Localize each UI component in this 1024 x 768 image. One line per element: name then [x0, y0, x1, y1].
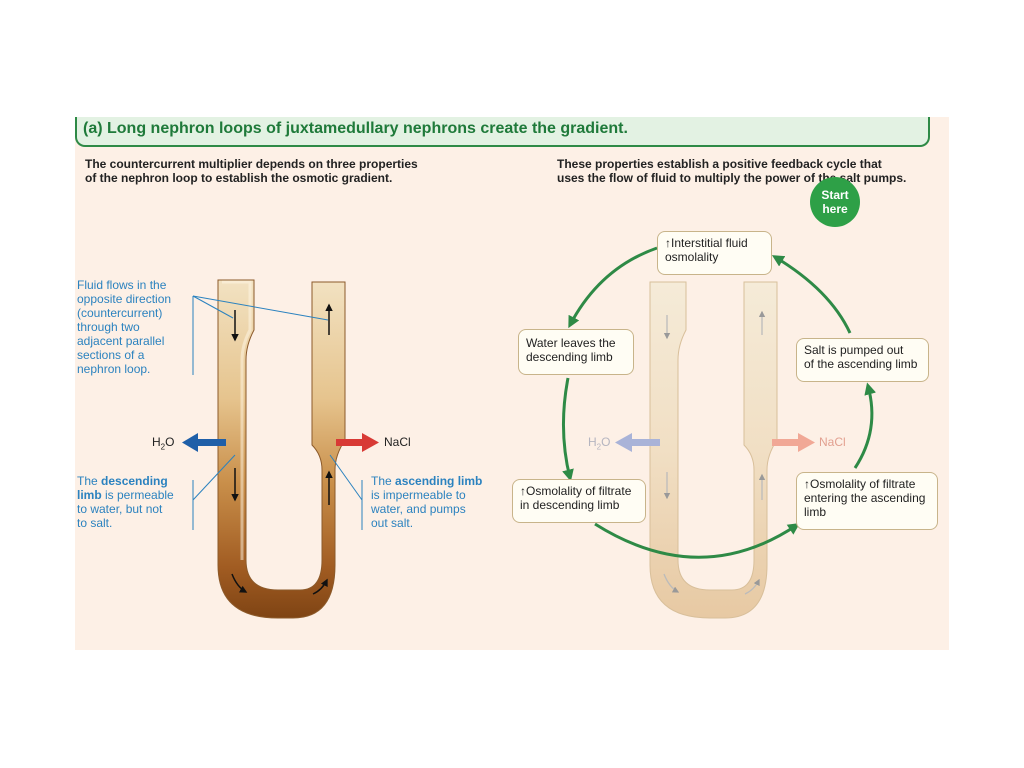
box-text: in descending limb [520, 498, 620, 512]
note-bold: limb [77, 488, 102, 502]
cycle-arrow [853, 382, 876, 469]
left-nephron-loop [217, 279, 346, 619]
note-bold: ascending limb [395, 474, 483, 488]
banner-title: (a) Long nephron loops of juxtamedullary… [83, 120, 628, 137]
leader-lines [192, 295, 363, 530]
flow-note-line: (countercurrent) [77, 306, 163, 320]
note-text: is impermeable to [371, 488, 466, 502]
up-arrow-icon: ↑ [665, 236, 671, 250]
flow-note-line: nephron loop. [77, 362, 151, 376]
h2o-label: H2O [152, 435, 175, 452]
right-caption: These properties establish a positive fe… [557, 157, 906, 185]
box-text: entering the ascending [804, 491, 926, 505]
box-interstitial-osmolality: ↑Interstitial fluid osmolality [657, 231, 772, 275]
box-text: descending limb [526, 350, 613, 364]
badge-text: here [822, 202, 848, 216]
note-text: to water, but not [77, 502, 163, 516]
box-osmolality-ascending: ↑Osmolality of filtrate entering the asc… [796, 472, 938, 530]
right-nephron-loop [649, 281, 778, 619]
nacl-label: NaCl [384, 435, 411, 449]
box-text: Water leaves the [526, 336, 616, 350]
cycle-arrow [771, 255, 852, 334]
box-text: osmolality [665, 250, 719, 264]
flow-curve-arrow [231, 573, 248, 593]
flow-curve-arrow [312, 578, 328, 595]
nacl-arrow-faded [772, 433, 815, 452]
note-bold: descending [101, 474, 168, 488]
flow-note-line: Fluid flows in the [77, 278, 167, 292]
flow-curve-arrow [663, 573, 680, 593]
left-caption-line: of the nephron loop to establish the osm… [85, 171, 393, 185]
flow-note-line: through two [77, 320, 140, 334]
flow-note-line: opposite direction [77, 292, 172, 306]
box-water-leaves: Water leaves the descending limb [518, 329, 634, 375]
nacl-arrow [336, 433, 379, 452]
up-arrow-icon: ↑ [804, 477, 810, 491]
start-here-badge: Start here [810, 177, 860, 227]
cycle-arrow [594, 522, 800, 559]
up-arrow-icon: ↑ [520, 484, 526, 498]
cycle-arrow [561, 377, 574, 482]
note-text: to salt. [77, 516, 113, 530]
note-text: water, and pumps [371, 502, 466, 516]
box-salt-pumped: Salt is pumped out of the ascending limb [796, 338, 929, 382]
flow-curve-arrow [744, 578, 760, 595]
right-caption-line: uses the flow of fluid to multiply the p… [557, 171, 907, 185]
descending-note: The descending limb is permeable to wate… [77, 474, 174, 530]
badge-text: Start [821, 188, 849, 202]
flow-note-line: sections of a [77, 348, 145, 362]
h2o-arrow-faded [615, 433, 660, 452]
nacl-label-faded: NaCl [819, 435, 846, 449]
cycle-arrow [568, 246, 658, 329]
note-text: out salt. [371, 516, 414, 530]
note-text: The [371, 474, 396, 488]
banner: (a) Long nephron loops of juxtamedullary… [75, 117, 930, 147]
ascending-note: The ascending limb is impermeable to wat… [371, 474, 482, 530]
left-caption: The countercurrent multiplier depends on… [85, 157, 418, 185]
note-text: is permeable [101, 488, 174, 502]
box-text: of the ascending limb [804, 357, 918, 371]
flow-note: Fluid flows in the opposite direction (c… [77, 278, 171, 376]
note-text: The [77, 474, 102, 488]
flow-note-line: adjacent parallel [77, 334, 165, 348]
feedback-cycle [561, 246, 876, 559]
right-caption-line: These properties establish a positive fe… [557, 157, 882, 171]
box-text: limb [804, 505, 827, 519]
box-osmolality-descending: ↑Osmolality of filtrate in descending li… [512, 479, 646, 523]
h2o-label-faded: H2O [588, 435, 611, 452]
left-caption-line: The countercurrent multiplier depends on… [85, 157, 418, 171]
box-text: Salt is pumped out [804, 343, 904, 357]
h2o-arrow [182, 433, 226, 452]
